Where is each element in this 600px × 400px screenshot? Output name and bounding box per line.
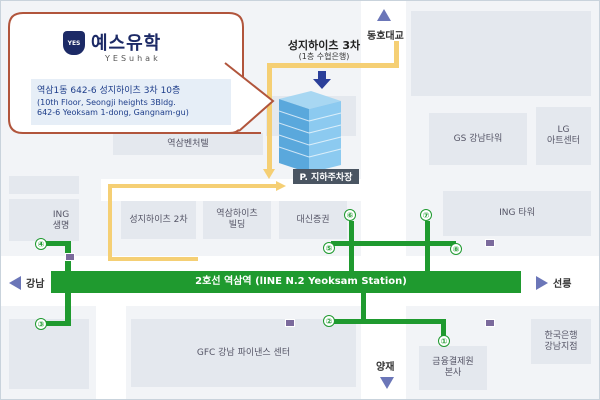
block-bok <box>531 319 591 364</box>
line2-branch-mid-up <box>349 221 354 273</box>
direction-east-arrow-icon <box>536 276 548 290</box>
callout-tail <box>224 62 275 132</box>
label-yeoksam-heights: 역삼하이츠 빌딩 <box>216 209 258 230</box>
station-label: 2호선 역삼역 (lINE N.2 Yeoksam Station) <box>195 276 407 287</box>
bus-stop-marker <box>285 319 295 327</box>
down-arrow-icon <box>313 71 331 89</box>
block-yeoksam-venture <box>113 133 263 155</box>
exit-3: ③ <box>35 318 47 330</box>
bus-stop-marker <box>485 319 495 327</box>
block-top-left <box>9 176 79 194</box>
line2-branch-down-v <box>441 319 446 339</box>
label-ing-tower: ING 타워 <box>499 208 535 218</box>
route-north-up <box>394 41 399 68</box>
bus-stop-marker <box>65 253 75 261</box>
line2-branch-left-down <box>65 291 71 326</box>
label-bok: 한국은행 강남지점 <box>544 330 578 352</box>
label-yeoksam-venture: 역삼벤처텔 <box>167 138 209 149</box>
target-building-name: 성지하이츠 3차 <box>287 39 361 52</box>
exit-8: ⑧ <box>450 243 462 255</box>
direction-north-arrow-icon <box>377 9 391 21</box>
exit-5: ⑤ <box>323 242 335 254</box>
west-road <box>96 306 126 399</box>
label-ing-life: ING 생명 <box>52 210 70 231</box>
route-west-horizontal <box>108 184 278 188</box>
parking-label: P. 지하주차장 <box>293 169 359 184</box>
block-daeshin <box>279 201 347 239</box>
line2-main <box>51 271 521 293</box>
target-building-graphic <box>278 91 342 173</box>
bus-stop-marker <box>485 239 495 247</box>
line2-branch-down-h <box>331 319 446 324</box>
line2-branch-mid-up-h <box>331 241 456 246</box>
block-bottom-left <box>9 319 89 389</box>
exit-7: ⑦ <box>420 209 432 221</box>
target-building-sub: (1층 수협은행) <box>298 52 350 61</box>
route-arrowhead-north <box>263 169 275 179</box>
route-west-bottom <box>108 257 198 261</box>
block-lg-art <box>536 107 591 165</box>
label-kftc: 금융결제원 본사 <box>432 357 474 378</box>
block-gs-tower <box>429 113 527 165</box>
route-north-vertical <box>267 63 272 173</box>
logo-english: YESuhak <box>105 54 161 63</box>
route-north-top <box>267 63 399 68</box>
line2-branch-left-h-down <box>41 321 71 326</box>
block-ing-tower <box>443 191 591 236</box>
logo-korean: 예스유학 <box>91 33 162 54</box>
exit-1: ① <box>438 335 450 347</box>
line2-branch-down <box>361 291 366 321</box>
direction-west-label: 강남 <box>26 279 45 290</box>
route-arrowhead-east <box>276 181 286 191</box>
block-ing-life <box>9 199 79 241</box>
direction-south-label: 양재 <box>376 362 395 373</box>
block-seongji-2 <box>121 201 196 239</box>
emblem-icon: YES <box>63 31 85 55</box>
exit-6: ⑥ <box>344 209 356 221</box>
label-lg-art: LG 아트센터 <box>546 125 581 146</box>
exit-4: ④ <box>35 238 47 250</box>
line2-branch-left-h-up <box>41 241 71 246</box>
block-gfc <box>131 319 356 387</box>
label-seongji-2: 성지하이츠 2차 <box>129 214 188 225</box>
line2-branch-right-up <box>425 221 430 273</box>
direction-south-arrow-icon <box>380 377 394 389</box>
callout-bubble <box>8 12 261 134</box>
address-english: (10th Floor, Seongji heights 3Bldg. 642-… <box>37 98 189 117</box>
route-west-vertical <box>108 184 112 261</box>
direction-north-label: 동호대교 <box>367 31 404 42</box>
label-gfc: GFC 강남 파이낸스 센터 <box>196 347 291 358</box>
block-kftc <box>419 346 487 390</box>
yesuhak-logo: YES 예스유학 YESuhak <box>63 29 203 69</box>
address-korean: 역삼1동 642-6 성지하이츠 3차 10층 <box>37 86 181 96</box>
direction-west-arrow-icon <box>9 276 21 290</box>
label-daeshin: 대신증권 <box>296 214 330 225</box>
exit-2: ② <box>323 315 335 327</box>
direction-east-label: 선릉 <box>553 279 572 290</box>
address-box: 역삼1동 642-6 성지하이츠 3차 10층 (10th Floor, Seo… <box>31 79 231 125</box>
block-top-right <box>411 11 591 96</box>
block-yeoksam-heights <box>203 201 271 239</box>
label-gs-tower: GS 강남타워 <box>453 133 503 144</box>
